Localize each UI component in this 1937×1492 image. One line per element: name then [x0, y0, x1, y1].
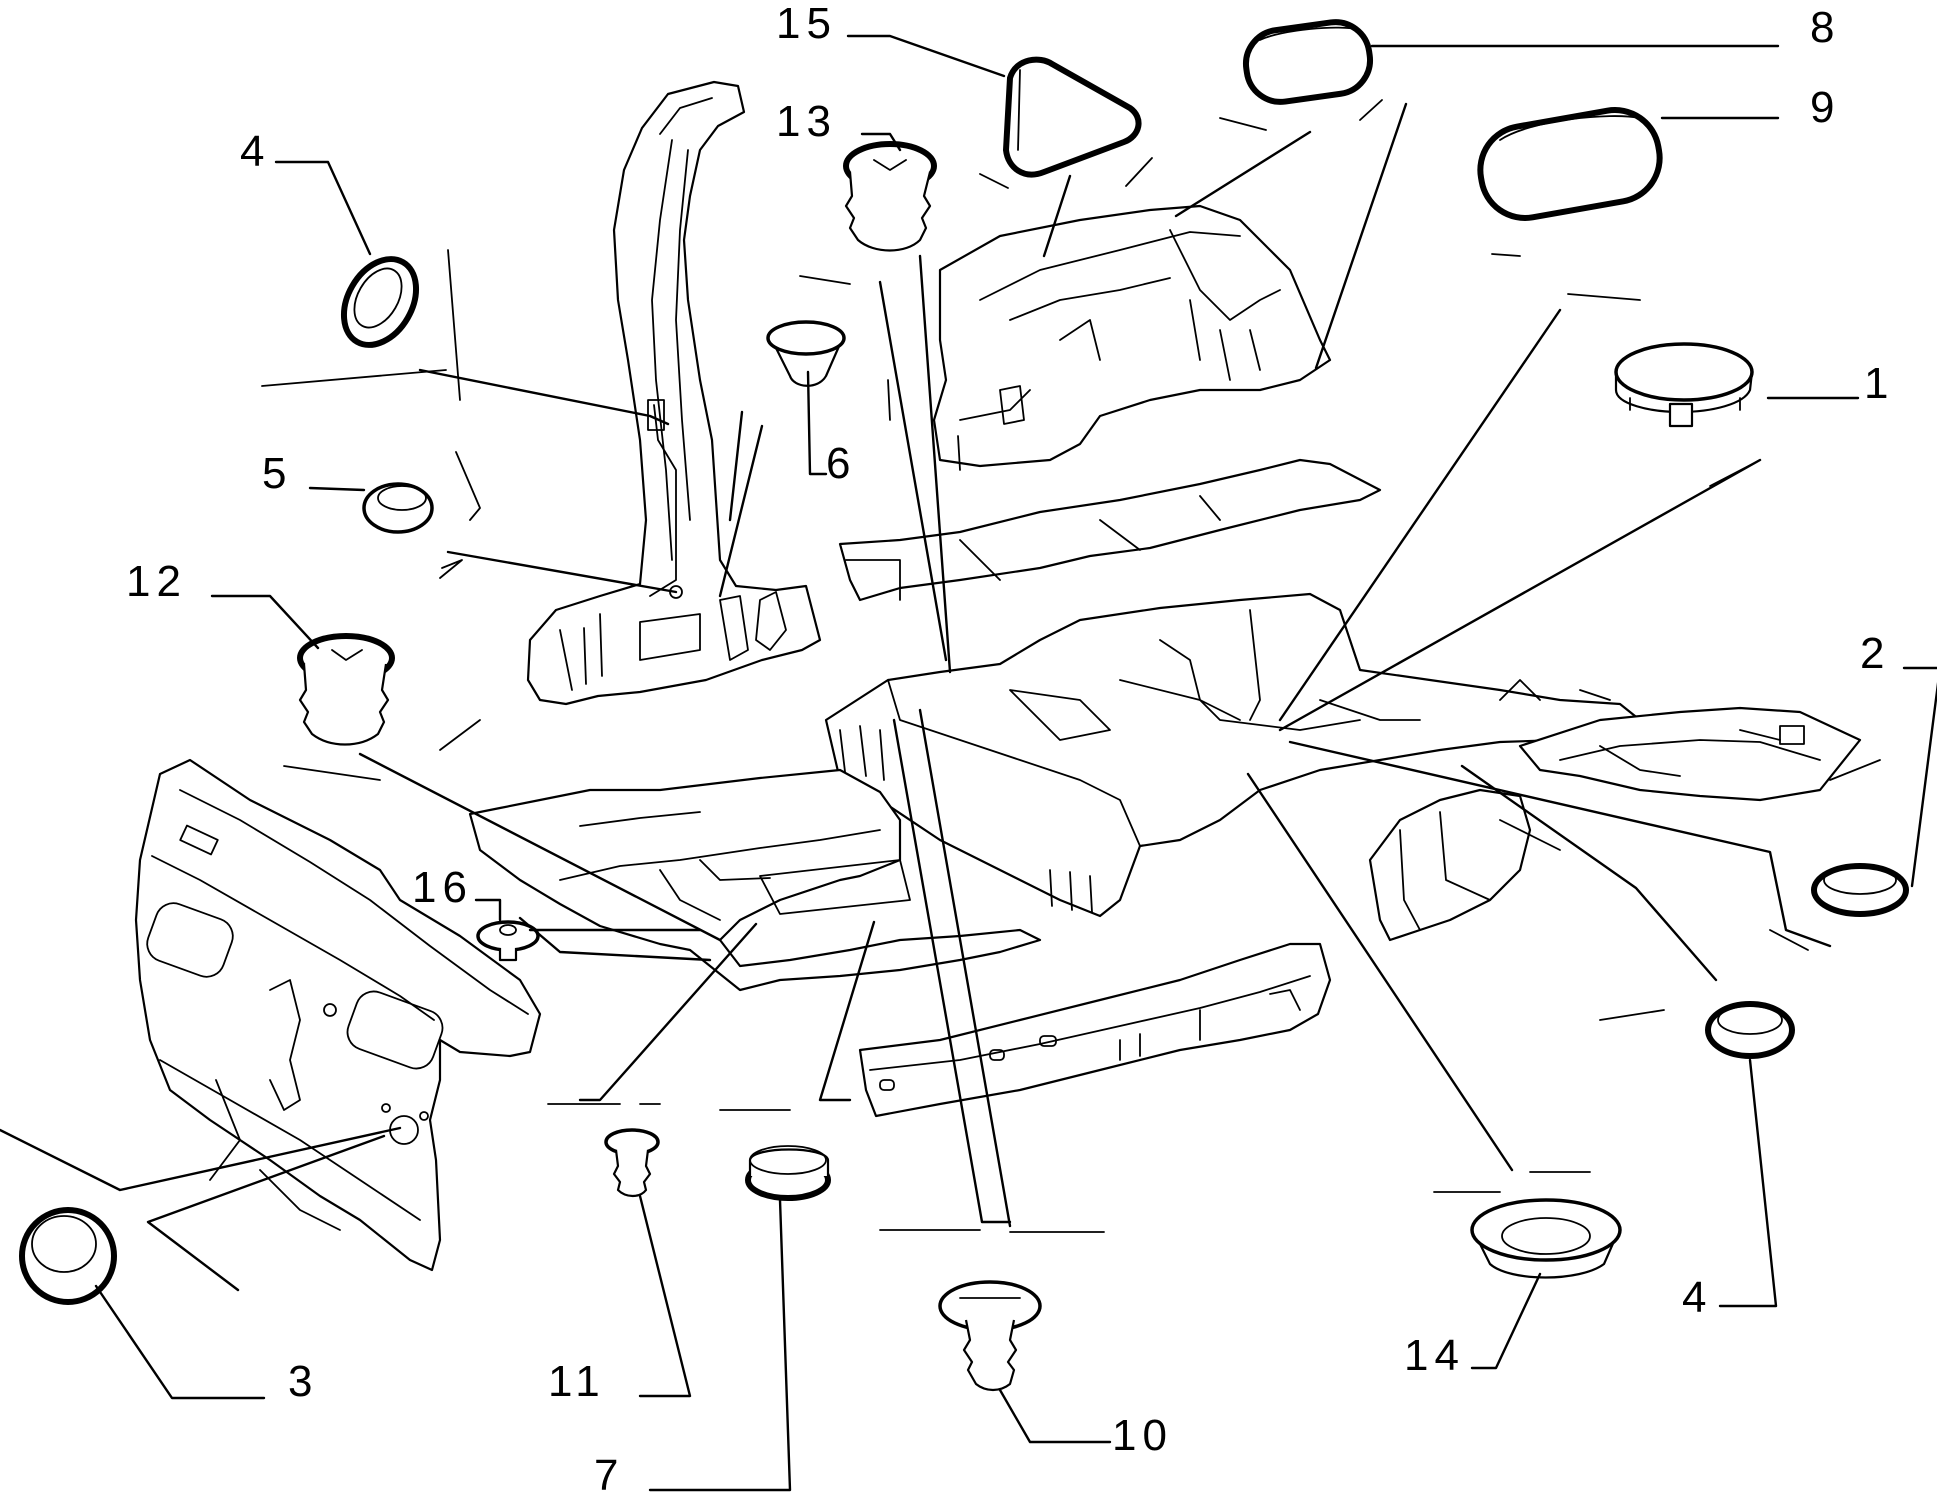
callout-6: 6 [826, 439, 856, 488]
rear-wheelhouse [1368, 788, 1561, 942]
callout-2: 2 [1860, 629, 1890, 678]
callout-5: 5 [262, 449, 292, 498]
clip-11-icon [604, 1128, 660, 1198]
callout-13: 13 [776, 97, 837, 146]
callout-10: 10 [1112, 1411, 1173, 1460]
front-long-rail [858, 942, 1332, 1118]
right-side-rail [1518, 706, 1862, 802]
a-pillar-panel [526, 80, 822, 706]
clip-10-icon [938, 1280, 1042, 1392]
plug-4b-icon [1705, 1001, 1795, 1059]
callout-4a: 4 [240, 127, 270, 176]
callout-16: 16 [412, 863, 473, 912]
plug-5-icon [362, 482, 434, 534]
callout-3: 3 [288, 1357, 318, 1406]
plug-1-icon [1614, 342, 1754, 428]
firewall-panel [134, 758, 542, 1272]
callout-12: 12 [126, 557, 187, 606]
callout-15: 15 [776, 0, 837, 48]
callout-9: 9 [1810, 83, 1840, 132]
callout-4b: 4 [1682, 1273, 1712, 1322]
plug-13-icon [843, 141, 937, 252]
cowl-panel [887, 204, 1332, 471]
front-crossmember [838, 458, 1382, 602]
callout-14: 14 [1404, 1331, 1465, 1380]
grommet-2-icon [1811, 863, 1909, 917]
plug-4a-icon [340, 256, 420, 348]
callout-labels: 1 2 3 4 4 5 6 7 8 9 10 11 12 13 14 15 16 [126, 0, 1894, 1492]
plug-8-icon [1242, 19, 1374, 105]
reference-ticks [261, 99, 1881, 1233]
clip-16-icon [476, 920, 540, 962]
plug-12-icon [297, 633, 395, 746]
leader-lines [0, 34, 1937, 1492]
plug-15-icon [1002, 56, 1142, 178]
grommet-7-icon [745, 1145, 831, 1201]
callout-8: 8 [1810, 3, 1840, 52]
callout-1: 1 [1864, 359, 1894, 408]
plug-6-icon [766, 320, 846, 387]
plug-14-icon [1470, 1198, 1622, 1279]
left-floor-pan [468, 768, 1042, 992]
callout-7: 7 [594, 1451, 624, 1492]
plug-9-icon [1477, 107, 1663, 221]
callout-11: 11 [548, 1357, 606, 1406]
grommet-3-icon [19, 1207, 117, 1305]
